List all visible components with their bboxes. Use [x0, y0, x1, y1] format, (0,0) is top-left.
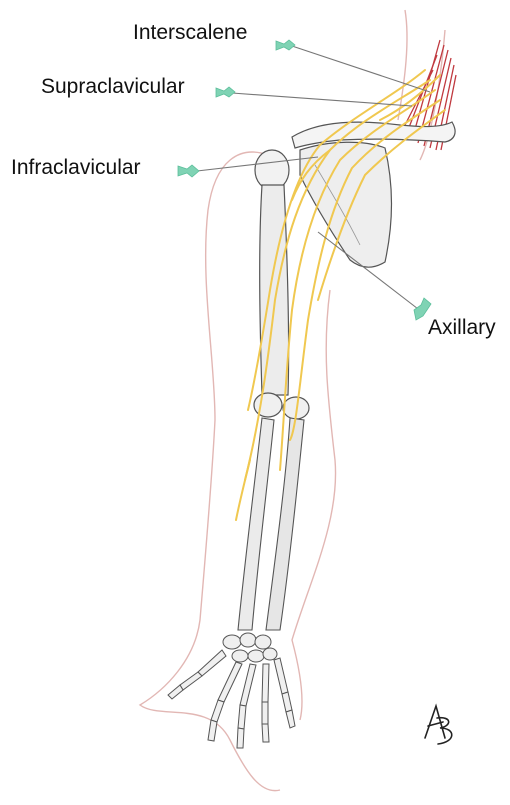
- needle-icon: [178, 165, 199, 177]
- carpal-bones: [223, 633, 277, 662]
- radius-bone: [238, 418, 274, 630]
- ulna-bone: [266, 418, 304, 630]
- infraclavicular-label: Infraclavicular: [11, 157, 141, 178]
- needle-icon: [276, 40, 295, 50]
- artist-signature: [425, 706, 452, 744]
- supraclavicular-label: Supraclavicular: [41, 76, 185, 97]
- humerus-bone: [260, 185, 289, 395]
- humerus-head: [255, 150, 289, 190]
- hand-bones: [168, 650, 295, 748]
- needle-icon: [216, 87, 235, 97]
- scapula-bone: [300, 142, 391, 267]
- interscalene-label: Interscalene: [133, 22, 247, 43]
- axillary-label: Axillary: [428, 317, 496, 338]
